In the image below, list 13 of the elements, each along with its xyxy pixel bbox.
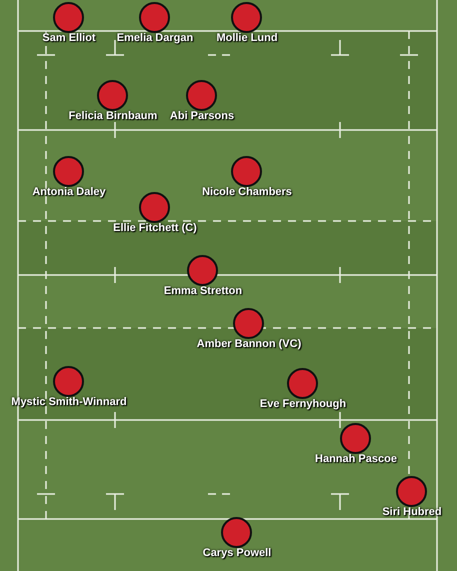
player-name: Emelia Dargan [116, 32, 194, 44]
player-name: Emma Stretton [164, 285, 242, 297]
player-name: Mollie Lund [216, 32, 278, 44]
player-name: Nicole Chambers [202, 186, 292, 198]
player-name: Hannah Pascoe [315, 453, 397, 465]
player-name: Carys Powell [202, 547, 272, 559]
player-name: Abi Parsons [170, 110, 234, 122]
player-name: Sam Elliot [42, 32, 96, 44]
player-name: Felicia Birnbaum [68, 110, 158, 122]
player-name: Antonia Daley [32, 186, 106, 198]
player-name: Ellie Fitchett (C) [113, 222, 197, 234]
player-name: Amber Bannon (VC) [196, 338, 302, 350]
player-name: Eve Fernyhough [260, 398, 346, 410]
